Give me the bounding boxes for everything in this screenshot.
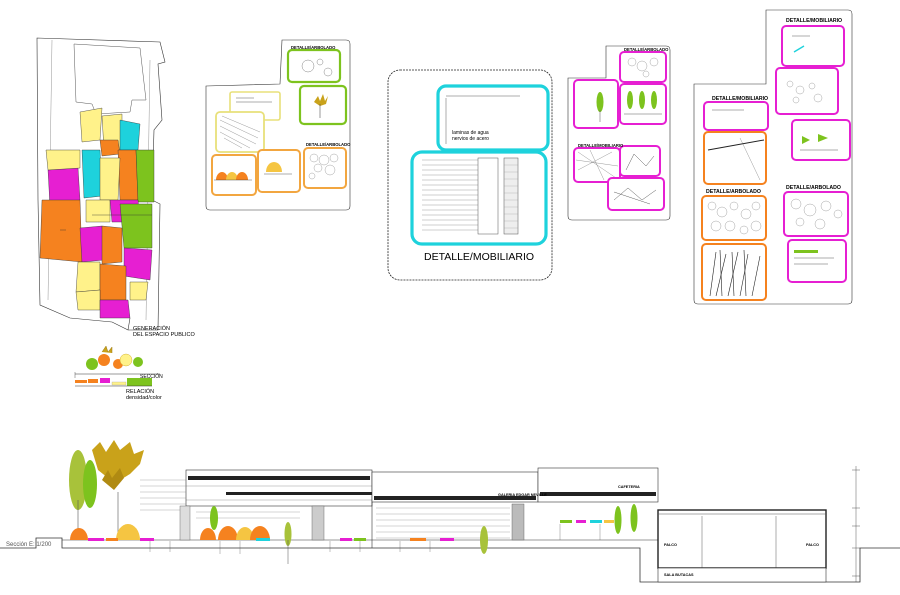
panel5-title-top: DETALLE/MOBILIARIO [786,18,842,24]
palco-right-label: PALCO [806,543,819,547]
palco-left-label: PALCO [664,543,677,547]
generacion-label: GENERACIÓN [133,325,170,332]
panel3-note2: nervios de acero [452,136,489,142]
density-legend [75,378,152,387]
relacion-label: RELACIÓN [126,388,154,395]
panel5-title-mid: DETALLE/MOBILIARIO [712,96,768,102]
mini-section [74,345,160,378]
panel3-title: DETALLE/MOBILIARIO [424,251,534,263]
seccion-label: SECCIÓN [140,373,163,380]
building-section [0,440,900,583]
panel-arbolado-2 [567,45,671,221]
relacion-sub-label: densidad/color [126,395,162,401]
galeria-label: GALERIA EDGAR NEVILLE [498,493,547,497]
generacion-sub-label: DEL ESPACIO PUBLICO [133,332,195,338]
panel3-note1: laminas de agua [452,130,489,136]
panel4-title: DETALLE/ARBOLADO [624,47,669,52]
site-plan [36,37,166,331]
panel-arbolado-1 [205,39,351,211]
section-scale-label: Sección E: 1/200 [6,542,52,548]
panel5-title-left: DETALLE/ARBOLADO [706,189,761,195]
panel5-title-right: DETALLE/ARBOLADO [786,185,841,191]
panel-mobiliario-arbolado [693,9,853,305]
panel2-detail-label-b: DETALLE/ARBOLADO [306,142,351,147]
panel4-title-b: DETALLE/MOBILIARIO [578,143,624,148]
panel2-detail-label: DETALLE/ARBOLADO [291,45,336,50]
panel-mobiliario-main [387,69,553,281]
cafeteria-label: CAFETERIA [618,485,640,489]
sala-label: SALA BUTACAS [664,573,694,577]
